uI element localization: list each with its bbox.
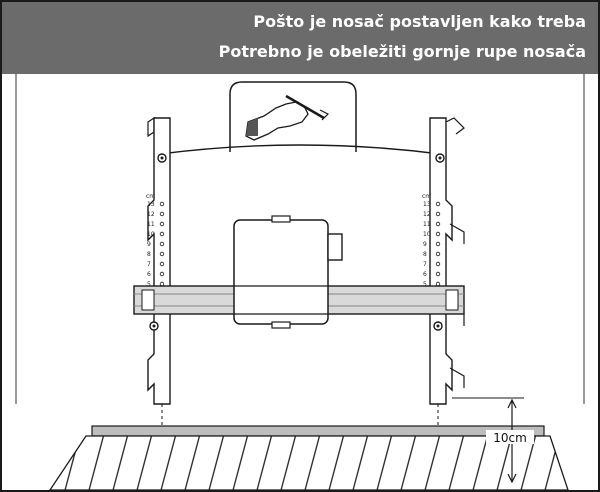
scale-number: 10 [147,231,155,238]
scale-number: 5 [147,281,151,288]
scale-number: 7 [423,261,427,268]
scale-number: 11 [423,221,431,228]
scale-number: 12 [147,211,155,218]
scale-unit-left: cm [146,193,155,200]
scale-hole [159,231,165,237]
floor [49,425,569,490]
left-height-scale: cm 13 12 11 10 9 8 7 6 5 [146,193,165,288]
scale-hole [159,271,165,277]
gap-dimension-label: 10cm [493,431,527,445]
scale-hole [435,281,441,287]
left-bracket-strip [147,116,171,405]
scale-hole [435,211,441,217]
scale-number: 9 [423,241,427,248]
wall-outline [15,74,585,404]
scale-hole [159,281,165,287]
right-bracket-strip [429,117,465,405]
scale-unit-right: cm [422,193,431,200]
scale-number: 7 [147,261,151,268]
scale-hole [159,251,165,257]
hand-with-pencil-icon [245,94,330,141]
scale-hole [435,261,441,267]
scale-number: 13 [147,201,155,208]
instruction-line-2: Potrebno je obeležiti gornje rupe nosača [218,42,586,61]
scale-number: 8 [423,251,427,258]
scale-hole [159,211,165,217]
scale-hole [159,201,165,207]
scale-hole [435,251,441,257]
scale-number: 5 [423,281,427,288]
scale-hole [435,221,441,227]
scale-number: 9 [147,241,151,248]
marking-string [159,144,441,155]
scale-hole [435,231,441,237]
instruction-line-1: Pošto je nosač postavljen kako treba [253,12,586,31]
scale-hole [435,241,441,247]
gap-dimension: 10cm [486,398,534,484]
scale-number: 11 [147,221,155,228]
scale-number: 10 [423,231,431,238]
bracket-mounting-diagram: cm 13 12 11 10 9 8 7 6 5 cm 13 12 11 10 9 8 7 6 5 [15,74,585,490]
scale-hole [159,221,165,227]
scale-hole [159,261,165,267]
guide-lines [161,397,524,446]
scale-hole [159,241,165,247]
scale-number: 8 [147,251,151,258]
scale-number: 12 [423,211,431,218]
instruction-banner: Pošto je nosač postavljen kako treba Pot… [2,2,598,74]
center-mount-box [233,215,343,329]
scale-number: 6 [423,271,427,278]
scale-hole [435,271,441,277]
right-height-scale: cm 13 12 11 10 9 8 7 6 5 [422,193,441,288]
scale-number: 13 [423,201,431,208]
scale-hole [435,201,441,207]
scale-number: 6 [147,271,151,278]
